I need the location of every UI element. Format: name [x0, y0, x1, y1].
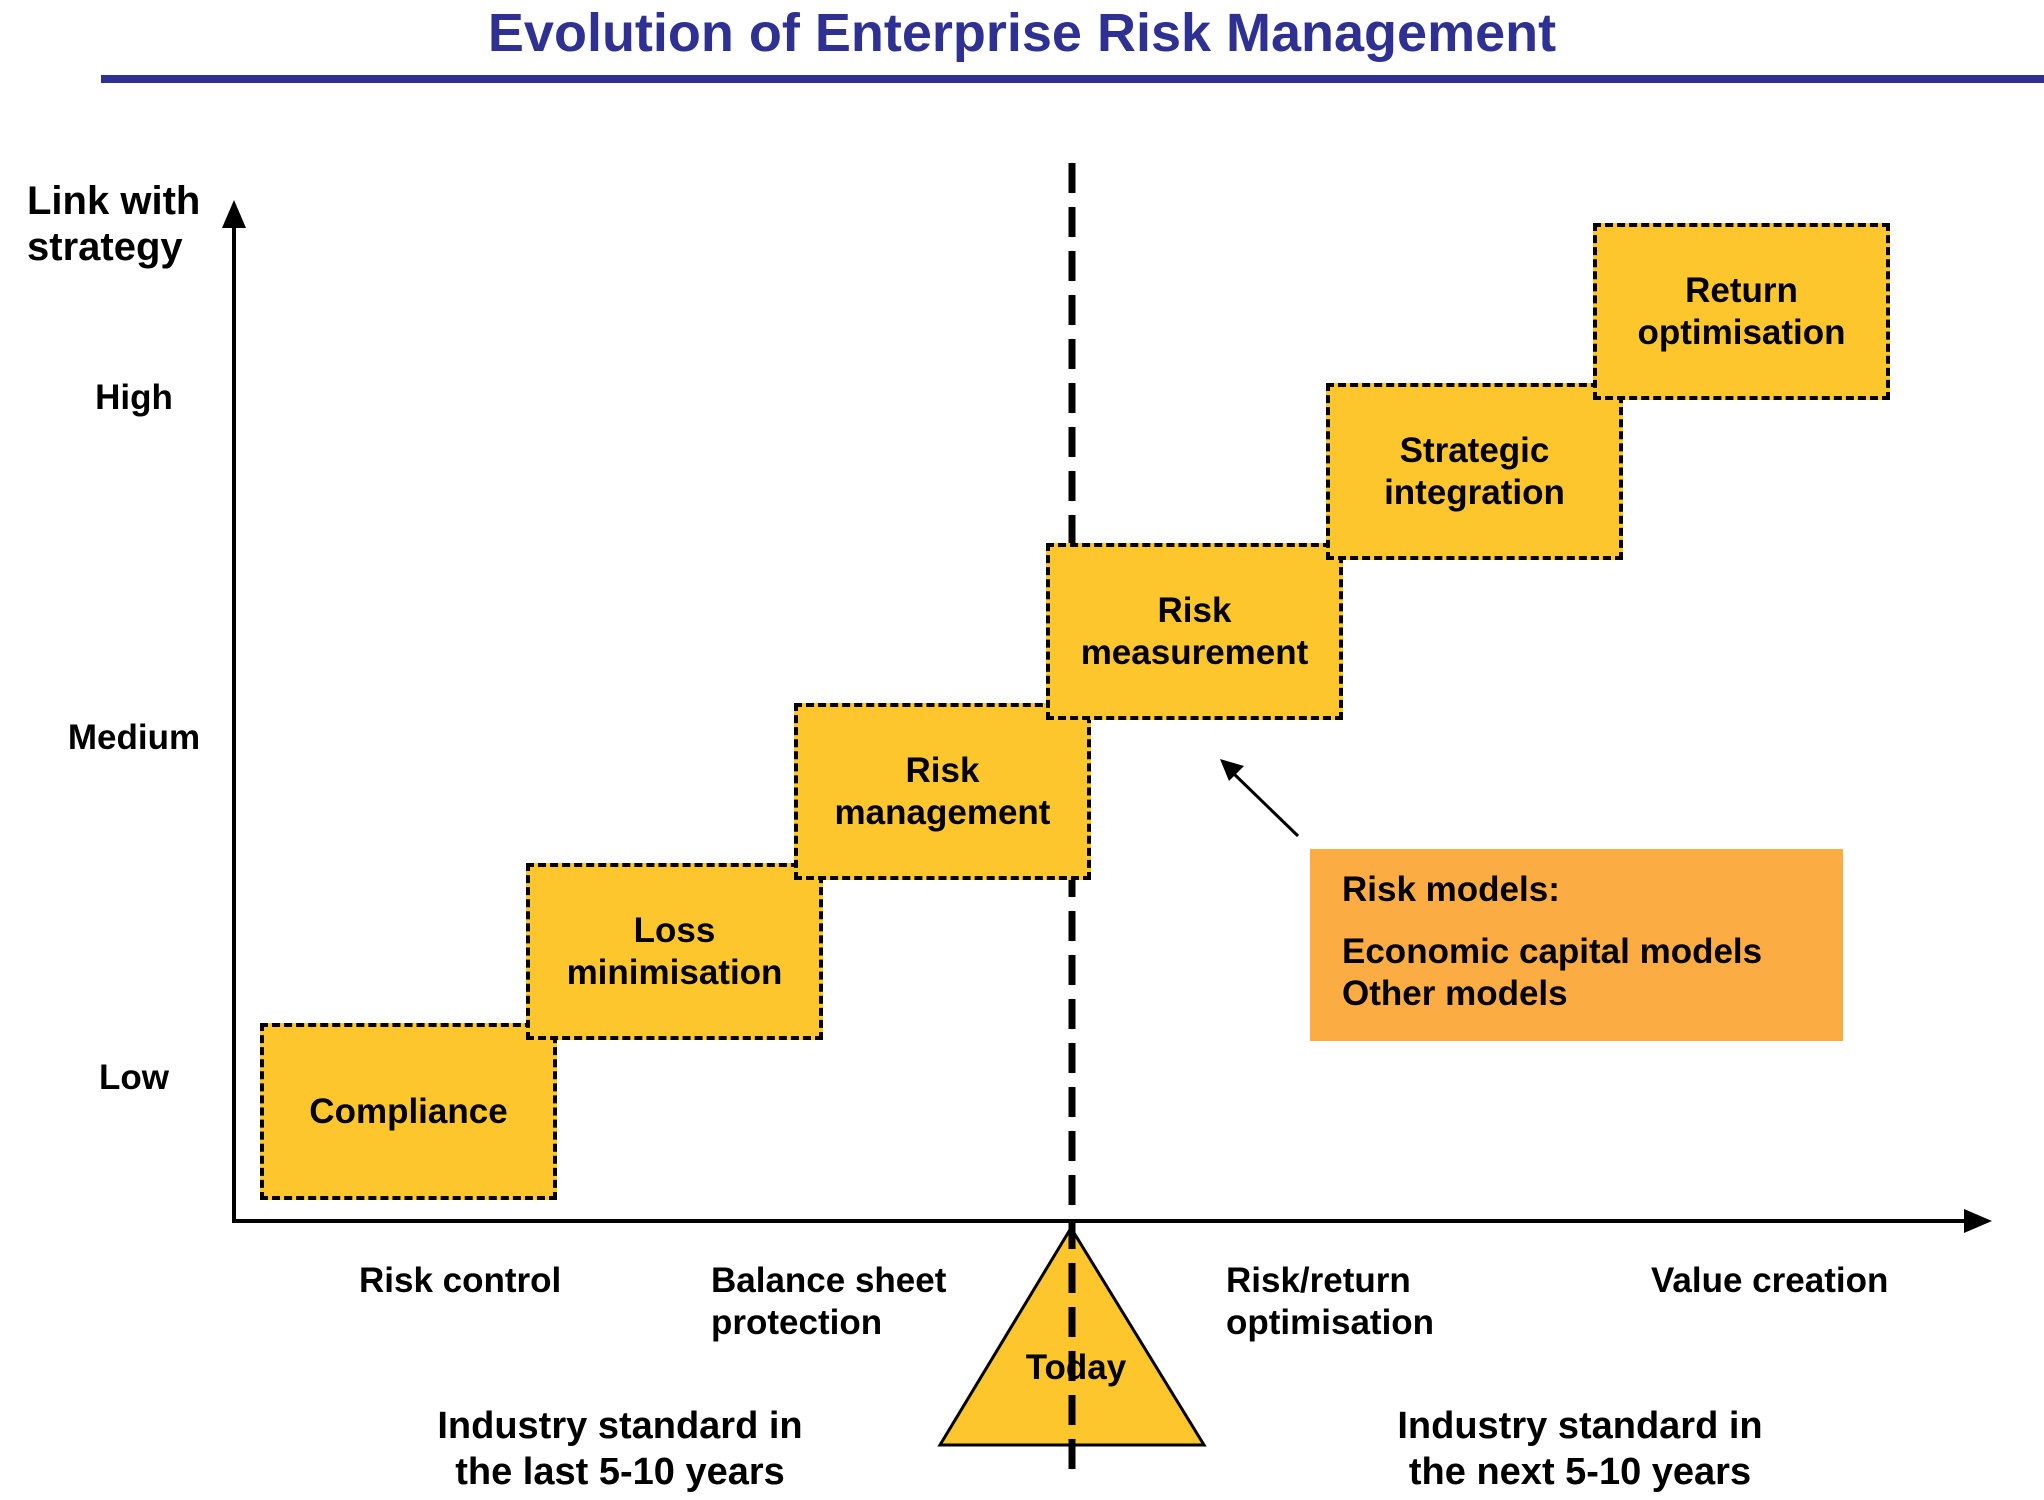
note-line1: Economic capital models [1342, 932, 1763, 971]
y-tick-high: High [95, 378, 173, 417]
y-axis-label-line1: Link with [27, 179, 201, 223]
today-label: Today [1025, 1348, 1127, 1387]
standard-future-line1: Industry standard in [1397, 1405, 1763, 1447]
standard-past-line2: the last 5-10 years [455, 1451, 785, 1493]
standard-past-line1: Industry standard in [437, 1405, 803, 1447]
x-axis-arrowhead [1964, 1209, 1992, 1233]
x-category-balance-sheet-protection: Balance sheet protection [711, 1261, 947, 1342]
y-axis-label-line2: strategy [27, 225, 183, 269]
step-risk-management: Risk management [794, 703, 1091, 880]
step-risk-measurement: Risk measurement [1046, 543, 1343, 720]
pointer-arrowhead [1220, 759, 1244, 781]
y-axis-label: Link with strategy [27, 178, 200, 270]
page-title: Evolution of Enterprise Risk Management [487, 3, 1557, 63]
x-category-risk-control: Risk control [359, 1261, 562, 1300]
y-tick-medium: Medium [67, 718, 201, 757]
step-strategic-integration: Strategic integration [1326, 383, 1623, 560]
standard-future-line2: the next 5-10 years [1408, 1451, 1752, 1493]
step-compliance: Compliance [260, 1023, 557, 1200]
x-category-risk-return-optimisation: Risk/return optimisation [1226, 1261, 1435, 1342]
industry-standard-future: Industry standard in the next 5-10 years [1330, 1403, 1830, 1495]
risk-models-note: Risk models: Economic capital models Oth… [1310, 849, 1843, 1041]
title-underline [101, 75, 2044, 83]
step-return-optimisation: Return optimisation [1593, 223, 1890, 400]
x-category-value-creation: Value creation [1651, 1261, 1889, 1300]
note-line2: Other models [1342, 974, 1568, 1013]
y-axis-arrowhead [222, 200, 246, 228]
y-tick-low: Low [99, 1058, 169, 1097]
note-heading: Risk models: [1342, 870, 1560, 909]
pointer-arrow-line [1230, 770, 1300, 838]
industry-standard-past: Industry standard in the last 5-10 years [370, 1403, 870, 1495]
step-loss-minimisation: Loss minimisation [526, 863, 823, 1040]
